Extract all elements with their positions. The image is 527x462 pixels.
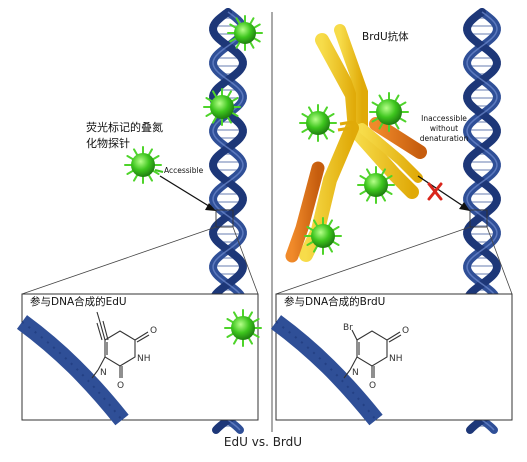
fluorescent-probes xyxy=(124,15,409,347)
antibody-fc-upper xyxy=(348,123,419,199)
dna-strand-closeup xyxy=(16,315,129,426)
atom-o-bottom: O xyxy=(117,381,124,391)
edu-structure xyxy=(91,311,150,379)
inset-caption-brdu: 参与DNA合成的BrdU xyxy=(284,295,385,308)
atom-o-top: O xyxy=(150,326,157,336)
antibody-arm-left xyxy=(315,33,362,137)
atom-o-bottom-brdu: O xyxy=(369,381,376,391)
fluorescent-probe-icon xyxy=(304,217,342,255)
inaccessible-label-line3: denaturation xyxy=(420,134,469,143)
arrow-line-right xyxy=(417,175,467,209)
inaccessible-label-line1: Inaccessible xyxy=(421,114,467,123)
arrow-head-right xyxy=(459,202,470,211)
brdu-structure xyxy=(343,329,402,379)
light-chain-upper xyxy=(369,117,427,159)
blocked-cross-icon xyxy=(427,182,443,201)
atom-n-brdu: N xyxy=(352,368,359,378)
arrow-head-left xyxy=(205,203,216,211)
brdu-antibody xyxy=(285,24,427,263)
antibody-label: BrdU抗体 xyxy=(362,30,409,43)
inset-edu: 参与DNA合成的EdU O NH O N xyxy=(16,293,259,426)
fluorescent-probe-icon xyxy=(299,104,337,142)
fluorescent-probe-icon xyxy=(369,92,409,132)
probe-label-line2: 化物探针 xyxy=(86,136,130,150)
fluorescent-probe-icon xyxy=(227,15,263,51)
atom-o-top-brdu: O xyxy=(402,326,409,336)
figure-title: EdU vs. BrdU xyxy=(224,435,302,449)
fluorescent-probe-icon xyxy=(124,146,162,184)
probe-label-line1: 荧光标记的叠氮 xyxy=(86,120,163,134)
inset-caption-edu: 参与DNA合成的EdU xyxy=(30,295,127,308)
zoom-indicator-left xyxy=(21,209,259,295)
atom-nh: NH xyxy=(137,354,151,364)
zoom-indicator-right xyxy=(275,209,513,295)
antibody-arm-right xyxy=(334,24,368,134)
fluorescent-probe-icon xyxy=(224,309,262,347)
light-chain-lower xyxy=(285,161,325,263)
fluorescent-probe-icon xyxy=(357,166,395,204)
atom-nh-brdu: NH xyxy=(389,354,403,364)
accessible-label: Accessible xyxy=(164,166,204,175)
atom-n: N xyxy=(100,368,107,378)
fluorescent-probe-icon xyxy=(203,88,241,126)
inset-brdu: 参与DNA合成的BrdU Br O NH O N xyxy=(270,293,513,426)
inaccessible-label-line2: without xyxy=(430,124,458,133)
arrow-line-left xyxy=(159,175,213,209)
atom-br: Br xyxy=(343,323,353,333)
